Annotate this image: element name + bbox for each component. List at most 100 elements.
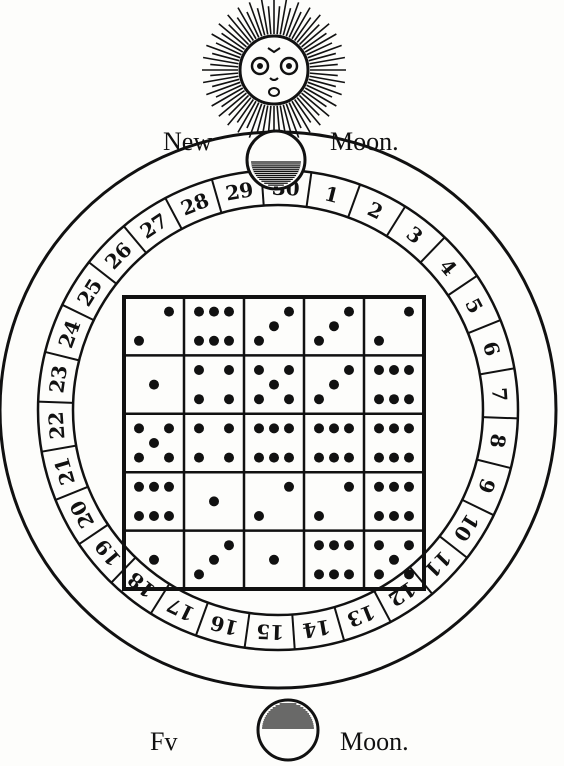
grid-dot	[284, 307, 294, 317]
grid-dot	[329, 380, 339, 390]
grid-dot	[374, 569, 384, 579]
grid-dot	[389, 555, 399, 565]
grid-dot	[344, 482, 354, 492]
grid-dot	[374, 394, 384, 404]
grid-dot	[269, 380, 279, 390]
grid-dot	[374, 540, 384, 550]
grid-dot	[404, 511, 414, 521]
grid-dot	[269, 453, 279, 463]
ring-day-4: 4	[434, 254, 461, 280]
grid-dot	[314, 423, 324, 433]
ring-day-1: 1	[322, 181, 341, 208]
grid-dot	[164, 423, 174, 433]
grid-dot	[194, 365, 204, 375]
grid-dot	[269, 555, 279, 565]
grid-dot	[224, 365, 234, 375]
grid-dot	[134, 336, 144, 346]
ring-day-15: 15	[256, 619, 285, 644]
grid-dot	[329, 569, 339, 579]
grid-dot	[374, 482, 384, 492]
day-ring-outer	[38, 170, 518, 650]
sun-face-icon	[202, 0, 346, 142]
grid-dot	[374, 423, 384, 433]
grid-dot	[329, 321, 339, 331]
day-ring-inner	[73, 205, 483, 615]
new-moon-orb-icon	[247, 131, 305, 189]
grid-dot	[404, 365, 414, 375]
grid-dot	[314, 336, 324, 346]
grid-dot	[149, 482, 159, 492]
new-moon-label-word-2: Moon.	[330, 127, 399, 156]
grid-dot	[194, 394, 204, 404]
grid-dot	[344, 365, 354, 375]
grid-dot	[314, 511, 324, 521]
grid-dot	[344, 540, 354, 550]
grid-dot	[164, 482, 174, 492]
ring-day-16: 16	[208, 610, 241, 640]
grid-dot	[164, 307, 174, 317]
grid-dot	[344, 307, 354, 317]
grid-dot	[194, 569, 204, 579]
grid-dot	[389, 423, 399, 433]
grid-dot	[404, 423, 414, 433]
grid-dot	[254, 365, 264, 375]
ring-day-13: 13	[344, 599, 379, 632]
full-moon-label-word-1: Fv	[150, 727, 177, 756]
ring-day-28: 28	[177, 188, 212, 221]
grid-dot	[134, 482, 144, 492]
ring-day-9: 9	[473, 475, 500, 496]
ring-day-6: 6	[478, 339, 505, 359]
grid-dot	[389, 453, 399, 463]
grid-dot	[314, 453, 324, 463]
outer-circle	[0, 132, 556, 688]
ring-day-14: 14	[301, 614, 333, 642]
full-moon-orb-icon	[258, 700, 318, 760]
grid-dot	[134, 511, 144, 521]
grid-dot	[254, 394, 264, 404]
grid-dot	[149, 555, 159, 565]
grid-dot	[209, 336, 219, 346]
ring-day-22: 22	[44, 411, 70, 440]
grid-dot	[389, 365, 399, 375]
grid-dot	[374, 453, 384, 463]
grid-dot	[314, 394, 324, 404]
grid-dot	[284, 453, 294, 463]
grid-dot	[374, 511, 384, 521]
grid-dot	[224, 453, 234, 463]
grid-dot	[404, 569, 414, 579]
ring-day-8: 8	[485, 432, 511, 449]
grid-dot	[254, 453, 264, 463]
grid-dot	[269, 321, 279, 331]
grid-dot	[209, 555, 219, 565]
grid-dot	[344, 569, 354, 579]
grid-dot	[254, 423, 264, 433]
ring-day-29: 29	[224, 177, 256, 205]
ring-day-23: 23	[44, 364, 72, 395]
grid-dot	[374, 336, 384, 346]
grid-dot	[194, 307, 204, 317]
ring-day-3: 3	[402, 221, 428, 248]
grid-dot	[224, 336, 234, 346]
grid-dot	[404, 482, 414, 492]
grid-dot	[389, 511, 399, 521]
ring-day-24: 24	[53, 317, 85, 351]
grid-dot	[329, 453, 339, 463]
grid-dot	[194, 423, 204, 433]
grid-dot	[284, 423, 294, 433]
grid-dot	[224, 394, 234, 404]
grid-dot	[329, 540, 339, 550]
grid-dot	[209, 496, 219, 506]
grid-dot	[404, 394, 414, 404]
ring-day-21: 21	[49, 455, 80, 488]
grid-dot	[164, 511, 174, 521]
grid-dot	[404, 453, 414, 463]
grid-dot	[254, 511, 264, 521]
grid-dot	[149, 511, 159, 521]
grid-dot	[314, 569, 324, 579]
grid-dot	[194, 453, 204, 463]
grid-dot	[284, 365, 294, 375]
grid-dot	[209, 307, 219, 317]
grid-dot	[149, 438, 159, 448]
ring-day-7: 7	[487, 387, 512, 403]
